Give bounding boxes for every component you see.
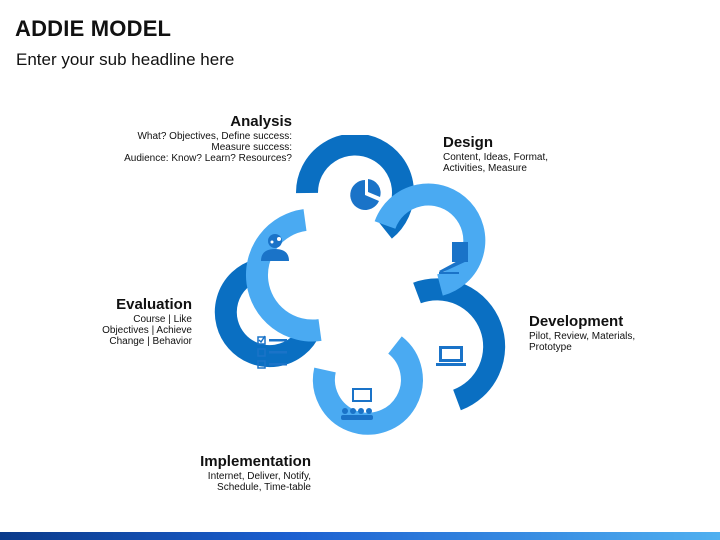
evaluation-label: Evaluation Course | Like Objectives | Ac… — [102, 296, 192, 347]
analysis-title: Analysis — [230, 113, 292, 130]
evaluation-line-3: Change | Behavior — [109, 336, 192, 347]
checklist-icon — [257, 335, 287, 369]
evaluation-line-1: Course | Like — [133, 314, 192, 325]
implementation-line-1: Internet, Deliver, Notify, — [207, 471, 311, 482]
development-line-2: Prototype — [529, 342, 572, 353]
development-title: Development — [529, 313, 624, 330]
page-subtitle: Enter your sub headline here — [16, 50, 235, 69]
addie-cycle-diagram — [214, 135, 506, 435]
design-label: Design Content, Ideas, Format, Activitie… — [443, 134, 548, 174]
person-gears-icon — [261, 234, 289, 261]
evaluation-title: Evaluation — [116, 296, 192, 313]
page-title: ADDIE MODEL — [15, 16, 172, 41]
laptop-icon — [436, 346, 466, 366]
evaluation-line-2: Objectives | Achieve — [102, 325, 192, 336]
design-title: Design — [443, 134, 494, 151]
analysis-label: Analysis What? Objectives, Define succes… — [124, 113, 292, 164]
analysis-light-arc — [246, 209, 322, 342]
implementation-line-2: Schedule, Time-table — [217, 482, 311, 493]
drafting-icon — [439, 242, 468, 274]
analysis-line-2: Measure success: — [211, 142, 292, 153]
development-arc — [413, 278, 506, 411]
design-line-2: Activities, Measure — [443, 163, 527, 174]
implementation-arc — [312, 336, 423, 435]
design-line-1: Content, Ideas, Format, — [443, 152, 549, 163]
presentation-audience-icon — [341, 388, 373, 420]
analysis-line-1: What? Objectives, Define success: — [137, 131, 292, 142]
evaluation-arc — [214, 259, 321, 368]
bottom-accent-bar — [0, 532, 720, 540]
implementation-title: Implementation — [200, 453, 311, 470]
implementation-label: Implementation Internet, Deliver, Notify… — [200, 453, 311, 493]
development-line-1: Pilot, Review, Materials, — [529, 331, 636, 342]
design-arc — [374, 183, 486, 296]
development-label: Development Pilot, Review, Materials, Pr… — [529, 313, 635, 353]
analysis-line-3: Audience: Know? Learn? Resources? — [124, 153, 292, 164]
pie-chart-icon — [350, 179, 381, 210]
